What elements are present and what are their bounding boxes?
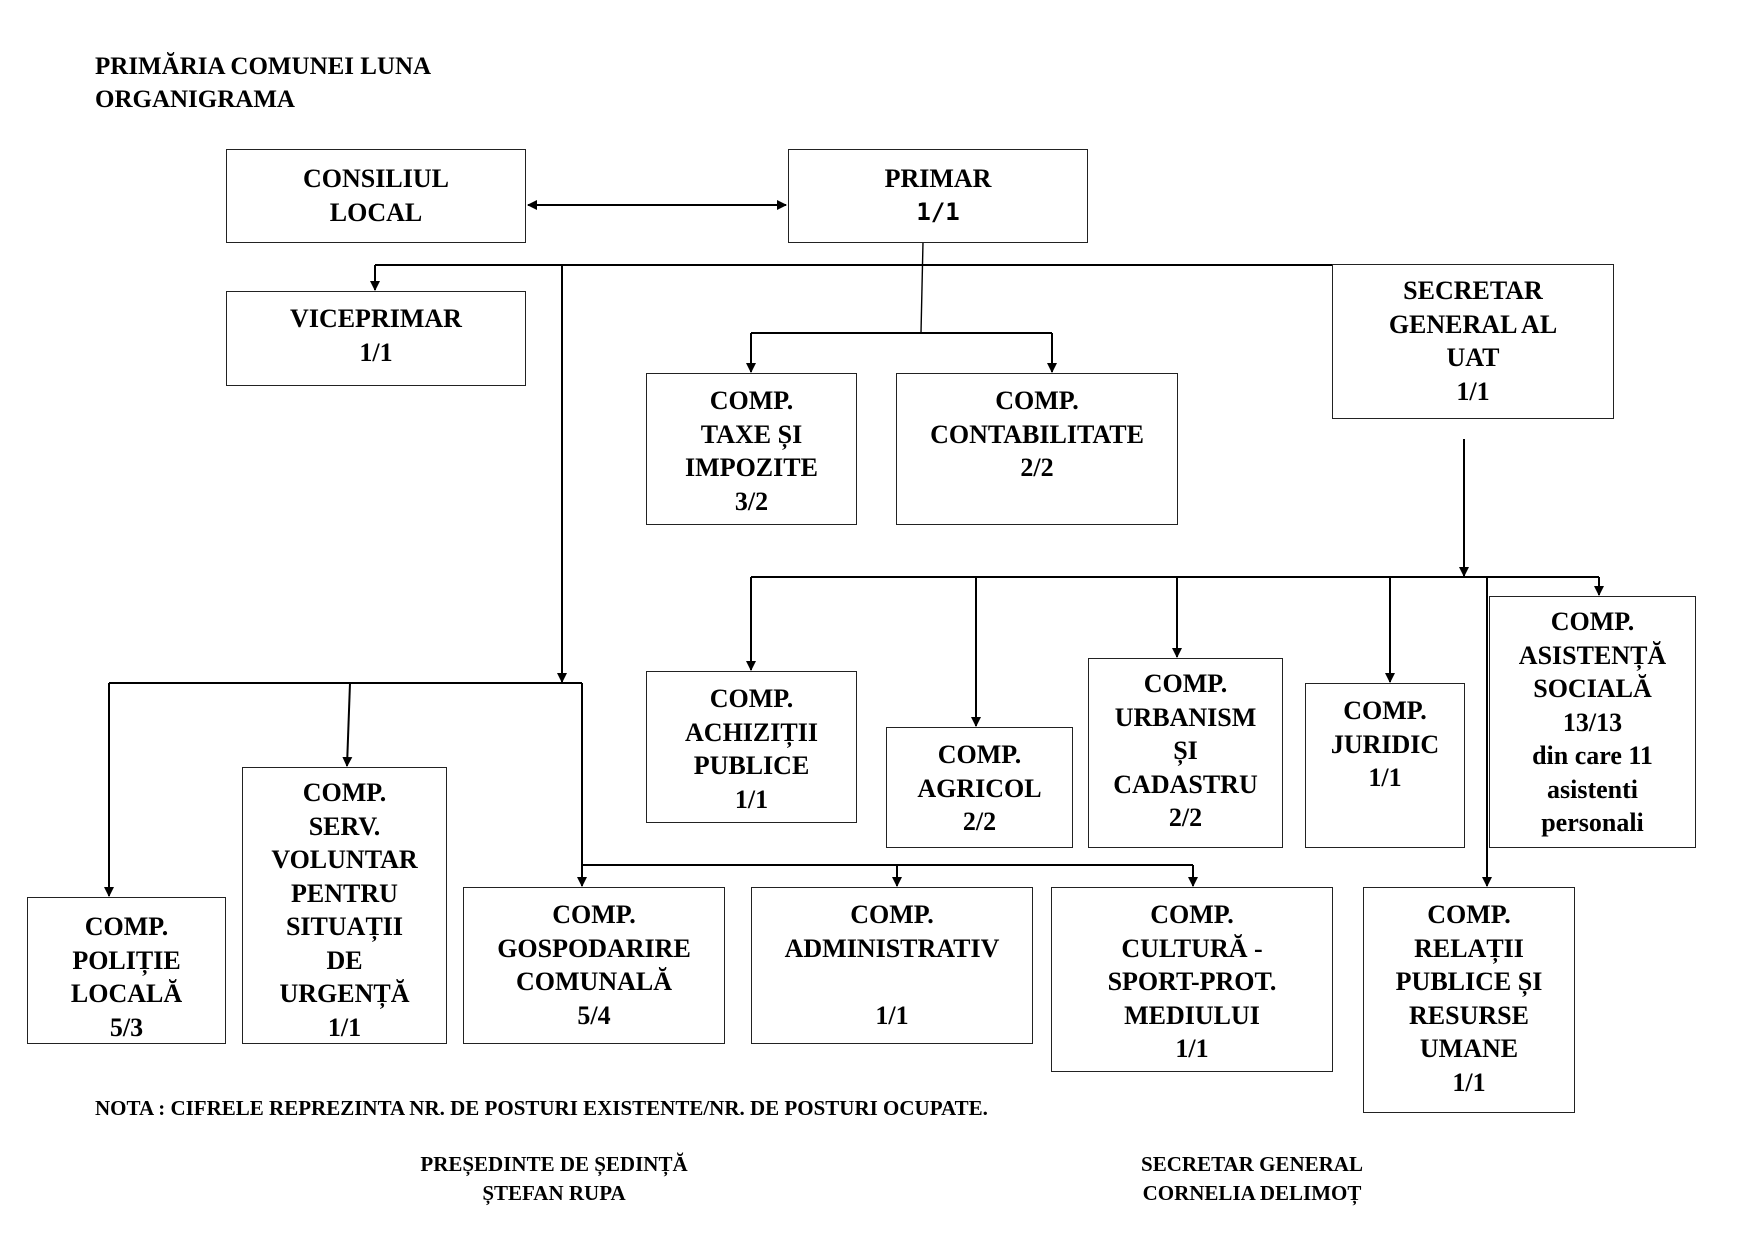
node-label: URGENȚĂ <box>279 979 410 1008</box>
node-label: AGRICOL <box>917 773 1042 803</box>
signature-left: PREȘEDINTE DE ȘEDINȚĂ ȘTEFAN RUPA <box>354 1150 754 1208</box>
node-label: ȘI <box>1173 736 1198 765</box>
node-label: URBANISM <box>1114 702 1257 732</box>
legend-note: NOTA : CIFRELE REPREZINTA NR. DE POSTURI… <box>95 1096 988 1120</box>
node-juridic: COMP. JURIDIC 1/1 <box>1305 683 1465 848</box>
node-label: DE <box>326 945 363 975</box>
node-administrativ: COMP. ADMINISTRATIV 1/1 <box>751 887 1033 1044</box>
node-label: COMP. <box>937 740 1022 769</box>
node-agricol: COMP. AGRICOL 2/2 <box>886 727 1073 848</box>
node-label: COMP. <box>995 386 1079 415</box>
node-posts: 1/1 <box>1175 1034 1209 1063</box>
signature-left-name: ȘTEFAN RUPA <box>482 1181 626 1205</box>
node-note: asistenti <box>1547 774 1638 804</box>
node-label: CONSILIUL <box>303 164 449 193</box>
node-label: ADMINISTRATIV <box>784 933 1000 963</box>
node-label: LOCAL <box>329 197 423 227</box>
node-posts: 1/1 <box>1368 763 1402 792</box>
node-note: personali <box>1541 808 1644 837</box>
node-label: POLIȚIE <box>72 945 181 975</box>
node-note: din care 11 <box>1532 741 1653 770</box>
node-label: TAXE ȘI <box>700 419 803 449</box>
node-label: COMP. <box>1427 900 1511 929</box>
node-label: COMP. <box>84 912 169 941</box>
node-posts: 5/4 <box>577 1000 611 1030</box>
node-label: COMP. <box>1343 696 1427 725</box>
node-asistenta-sociala: COMP. ASISTENȚĂ SOCIALĂ 13/13 din care 1… <box>1489 596 1696 848</box>
node-posts: 1/1 <box>1456 376 1490 406</box>
node-label: SECRETAR <box>1403 276 1543 305</box>
node-label: COMP. <box>1550 607 1635 636</box>
node-contabilitate: COMP. CONTABILITATE 2/2 <box>896 373 1178 525</box>
node-label: SITUAȚII <box>285 912 404 941</box>
node-label: COMP. <box>552 900 636 929</box>
node-label: CULTURĂ - <box>1121 933 1263 963</box>
node-posts: 3/2 <box>734 486 769 516</box>
node-secretar-general: SECRETAR GENERAL AL UAT 1/1 <box>1332 264 1614 419</box>
node-posts: 1/1 <box>875 1000 909 1030</box>
node-label: IMPOZITE <box>685 453 818 482</box>
node-consiliul-local: CONSILIUL LOCAL <box>226 149 526 243</box>
node-achizitii-publice: COMP. ACHIZIȚII PUBLICE 1/1 <box>646 671 857 823</box>
node-taxe-impozite: COMP. TAXE ȘI IMPOZITE 3/2 <box>646 373 857 525</box>
node-label: COMP. <box>1150 900 1234 929</box>
node-label: PUBLICE ȘI <box>1395 967 1543 996</box>
serv-voluntar-connector <box>342 682 353 767</box>
node-viceprimar: VICEPRIMAR 1/1 <box>226 291 526 386</box>
node-label: SERV. <box>308 811 381 841</box>
node-politie-locala: COMP. POLIȚIE LOCALĂ 5/3 <box>27 897 226 1044</box>
primar-stem <box>920 241 924 334</box>
node-posts: 2/2 <box>1020 453 1054 482</box>
signature-right-name: CORNELIA DELIMOȚ <box>1142 1181 1362 1205</box>
node-posts: 1/1 <box>734 784 769 814</box>
node-label: PENTRU <box>291 878 398 908</box>
node-posts: 5/3 <box>109 1012 144 1042</box>
node-posts: 2/2 <box>962 807 997 836</box>
node-label: GOSPODARIRE <box>497 933 691 963</box>
node-label: RELAȚII <box>1414 933 1524 963</box>
node-posts: 1/1 <box>1452 1067 1486 1097</box>
signature-right-role: SECRETAR GENERAL <box>1141 1152 1363 1176</box>
node-label: UAT <box>1446 343 1500 372</box>
node-label: CONTABILITATE <box>930 419 1144 449</box>
node-label: MEDIULUI <box>1124 1000 1260 1030</box>
node-label: LOCALĂ <box>70 979 183 1008</box>
node-primar: PRIMAR 1/1 <box>788 149 1088 243</box>
node-label: COMP. <box>709 386 794 415</box>
node-label: SPORT-PROT. <box>1107 967 1277 996</box>
node-posts: 1/1 <box>327 1012 362 1042</box>
signature-right: SECRETAR GENERAL CORNELIA DELIMOȚ <box>1052 1150 1452 1208</box>
node-label: VICEPRIMAR <box>290 304 462 333</box>
institution-title: PRIMĂRIA COMUNEI LUNA <box>95 53 432 80</box>
node-posts: 1/1 <box>916 197 960 226</box>
node-label: PRIMAR <box>884 164 992 193</box>
node-label: ASISTENȚĂ <box>1518 640 1667 670</box>
node-label: UMANE <box>1419 1034 1519 1063</box>
document-title: ORGANIGRAMA <box>95 86 295 113</box>
node-serviciu-voluntar: COMP. SERV. VOLUNTAR PENTRU SITUAȚII DE … <box>242 767 447 1044</box>
node-label: COMP. <box>302 778 387 807</box>
node-urbanism-cadastru: COMP. URBANISM ȘI CADASTRU 2/2 <box>1088 658 1283 848</box>
node-posts: 13/13 <box>1562 707 1623 737</box>
node-gospodarire-comunala: COMP. GOSPODARIRE COMUNALĂ 5/4 <box>463 887 725 1044</box>
node-label: COMP. <box>1143 669 1228 698</box>
node-posts: 2/2 <box>1168 803 1203 832</box>
node-label: COMP. <box>850 900 934 929</box>
node-label: GENERAL AL <box>1388 309 1558 339</box>
node-label: COMP. <box>709 684 794 713</box>
node-relatii-publice-resurse-umane: COMP. RELAȚII PUBLICE ȘI RESURSE UMANE 1… <box>1363 887 1575 1113</box>
node-label: COMUNALĂ <box>516 967 672 996</box>
node-label: SOCIALĂ <box>1533 674 1652 703</box>
node-label: CADASTRU <box>1113 769 1258 799</box>
node-cultura-sport: COMP. CULTURĂ - SPORT-PROT. MEDIULUI 1/1 <box>1051 887 1333 1072</box>
node-label: PUBLICE <box>693 751 810 780</box>
node-label: ACHIZIȚII <box>685 717 818 747</box>
node-posts: 1/1 <box>359 337 393 367</box>
node-label: JURIDIC <box>1330 729 1440 759</box>
node-label: RESURSE <box>1409 1000 1529 1030</box>
signature-left-role: PREȘEDINTE DE ȘEDINȚĂ <box>420 1152 688 1176</box>
node-label: VOLUNTAR <box>271 845 418 874</box>
